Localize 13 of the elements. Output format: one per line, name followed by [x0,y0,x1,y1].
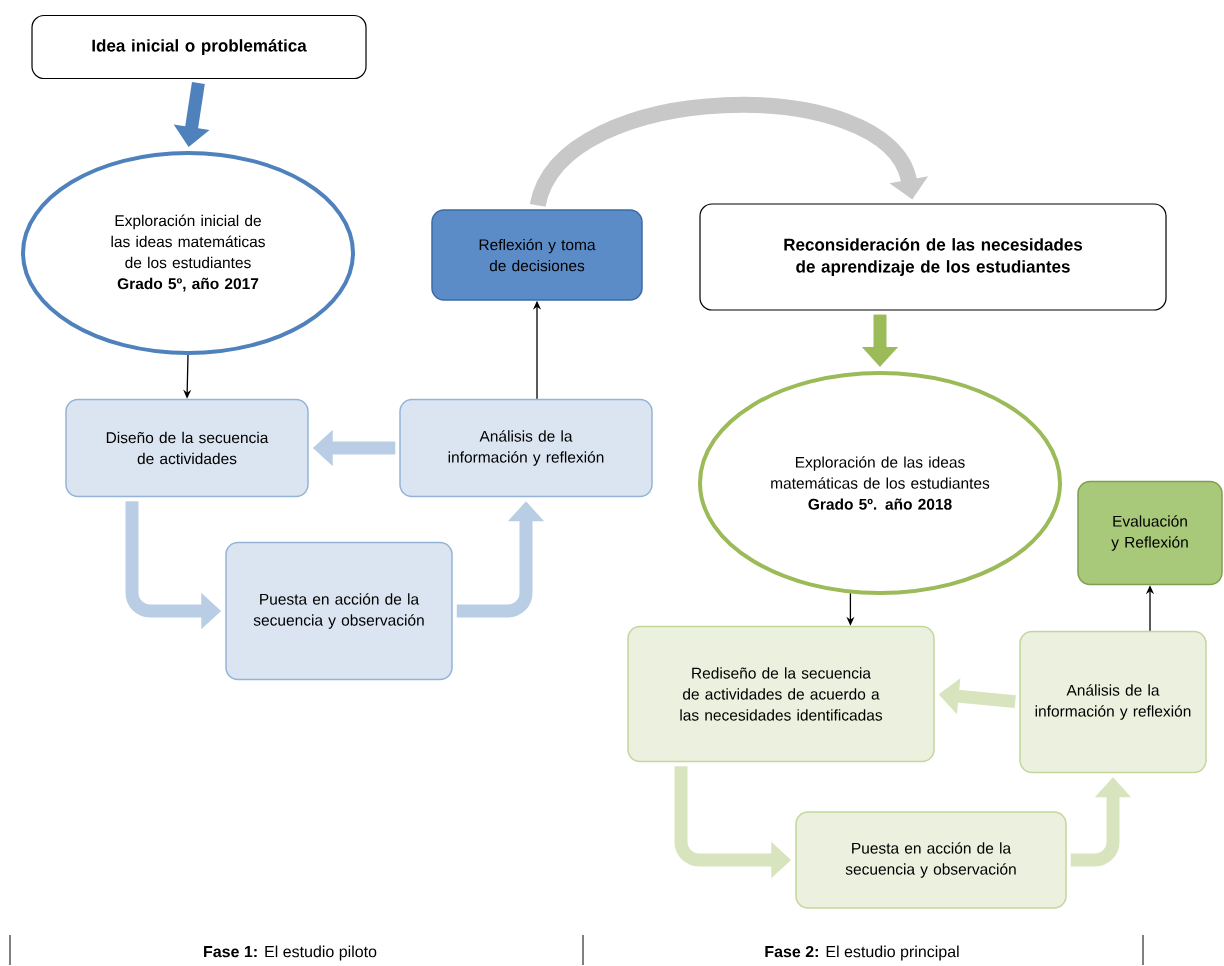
process-box: Puesta en acción de la secuencia y observación [795,811,1067,909]
process-box: Reflexión y toma de decisiones [431,209,643,301]
caption: Fase 2: El estudio principal [765,945,959,961]
process-box: Análisis de la información y reflexión [1019,630,1207,774]
process-box: Análisis de la información y reflexión [399,398,653,498]
title-box: Reconsideración de las necesidades de aprendizaje de los estudiantes [699,203,1167,311]
process-box: Evaluación y Reflexión [1077,480,1223,586]
title-box: Idea inicial o problemática [31,14,367,80]
curved-arrow [530,97,929,209]
process-box: Diseño de la secuencia de actividades [65,398,309,498]
caption: Fase 1: El estudio piloto [204,945,377,961]
process-box: Rediseño de la secuencia de actividades de acuerdo a las necesidades identificadas [627,625,935,763]
process-box: Puesta en acción de la secuencia y observación [225,541,453,681]
